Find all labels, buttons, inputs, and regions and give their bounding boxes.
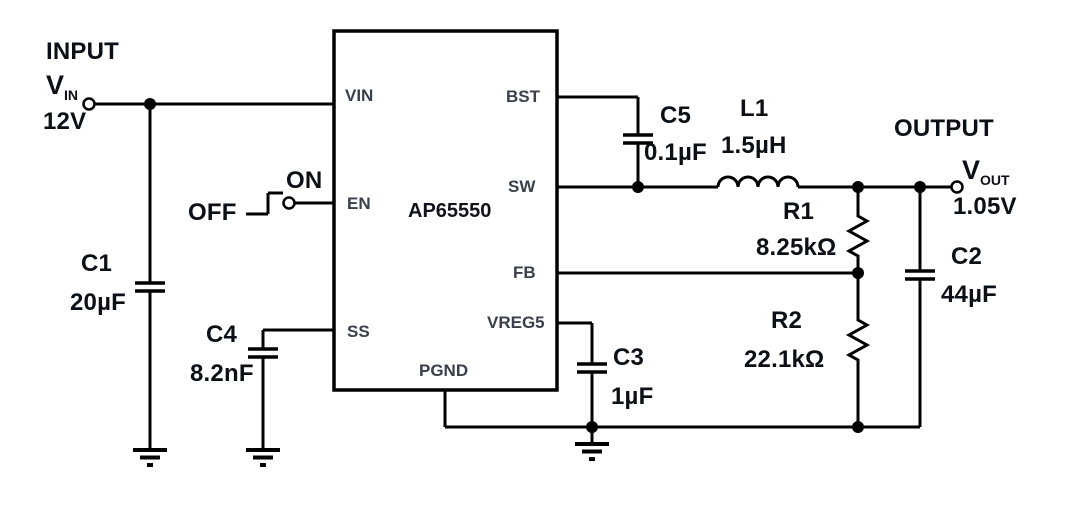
ground-c4-icon: [246, 448, 280, 467]
junction-dot: [852, 181, 864, 193]
pin-vin: VIN: [345, 86, 374, 105]
pin-ss: SS: [347, 322, 370, 341]
junction-dots: [144, 98, 926, 433]
r2-value: 22.1kΩ: [744, 346, 825, 373]
vout-terminal: [950, 180, 964, 194]
vin-terminal: [82, 97, 96, 111]
r1-ref: R1: [783, 198, 815, 225]
pin-pgnd: PGND: [419, 361, 469, 380]
output-voltage: 1.05V: [953, 193, 1017, 220]
pin-fb: FB: [513, 263, 536, 282]
pin-sw: SW: [508, 177, 536, 196]
c1-ref: C1: [81, 250, 113, 277]
c4-ref: C4: [206, 321, 238, 348]
c3-value: 1µF: [611, 383, 654, 410]
pin-en: EN: [347, 194, 371, 213]
junction-dot: [914, 181, 926, 193]
c5-capacitor: [557, 95, 653, 187]
junction-dot: [852, 267, 864, 279]
output-title: OUTPUT: [894, 115, 994, 142]
r1-resistor: [845, 187, 871, 273]
c2-value: 44µF: [941, 281, 997, 308]
vin-rail-label: VIN: [46, 70, 79, 103]
switch-on-label: ON: [286, 167, 323, 194]
c2-ref: C2: [951, 243, 983, 270]
ic-part-number: AP65550: [408, 200, 492, 222]
pin-vreg5: VREG5: [487, 313, 545, 332]
l1-inductor: [716, 175, 800, 188]
l1-ref: L1: [740, 95, 769, 122]
junction-dot: [852, 421, 864, 433]
c3-ref: C3: [613, 344, 645, 371]
c1-value: 20µF: [70, 289, 126, 316]
ground-c1-icon: [133, 448, 167, 467]
junction-dot: [586, 421, 598, 433]
input-voltage: 12V: [43, 108, 87, 135]
r2-ref: R2: [771, 307, 803, 334]
pin-bst: BST: [506, 87, 540, 106]
c3-capacitor: [557, 321, 607, 427]
c5-ref: C5: [660, 102, 692, 129]
c4-capacitor: [248, 328, 334, 449]
r1-value: 8.25kΩ: [756, 234, 837, 261]
c4-value: 8.2nF: [190, 360, 254, 387]
en-switch: [246, 191, 334, 216]
l1-value: 1.5µH: [721, 132, 787, 159]
c5-value: 0.1µF: [644, 139, 707, 166]
vout-rail-label: VOUT: [962, 155, 1010, 188]
c1-capacitor: [135, 104, 165, 449]
ground-c3-icon: [575, 442, 609, 461]
junction-dot: [144, 98, 156, 110]
r2-resistor: [845, 273, 871, 427]
input-title: INPUT: [46, 38, 119, 65]
c2-capacitor: [905, 187, 935, 427]
junction-dot: [632, 181, 644, 193]
switch-off-label: OFF: [188, 199, 237, 226]
